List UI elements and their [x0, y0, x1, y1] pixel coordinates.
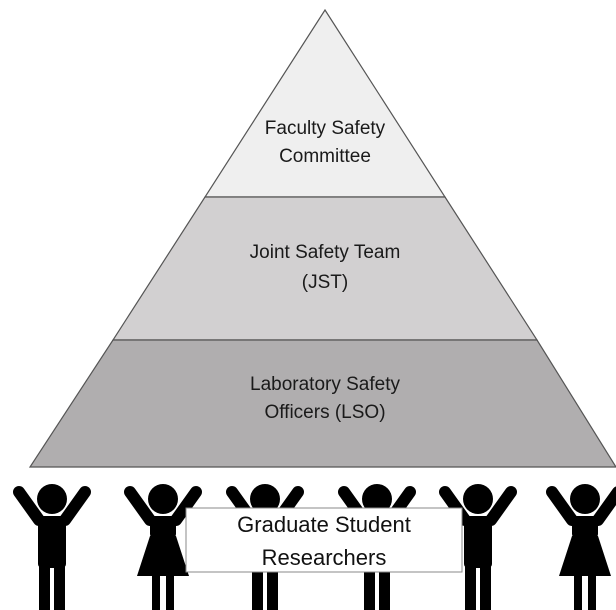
tier-laboratory-safety-officers	[28, 339, 616, 468]
tier-3-label-line-1: Laboratory Safety	[250, 374, 400, 395]
tier-3-label-line-2: Officers (LSO)	[264, 402, 385, 423]
tier-joint-safety-team	[111, 196, 539, 341]
base-label-box	[185, 507, 463, 573]
figures-row	[13, 484, 616, 610]
tier-2-label-line-2: (JST)	[302, 272, 348, 293]
tier-2-label-line-1: Joint Safety Team	[250, 242, 401, 263]
person-dress-arms-up-icon	[546, 484, 616, 610]
person-arms-up-icon	[439, 484, 517, 610]
base-label-line-2: Researchers	[262, 545, 387, 570]
tier-faculty-safety-committee	[203, 8, 447, 198]
base-label-line-1: Graduate Student	[237, 512, 411, 537]
tier-1-label-line-1: Faculty Safety	[265, 118, 386, 139]
tier-1-label-line-2: Committee	[279, 146, 371, 167]
person-dress-arms-up-icon	[124, 484, 202, 610]
person-arms-up-icon	[13, 484, 91, 610]
